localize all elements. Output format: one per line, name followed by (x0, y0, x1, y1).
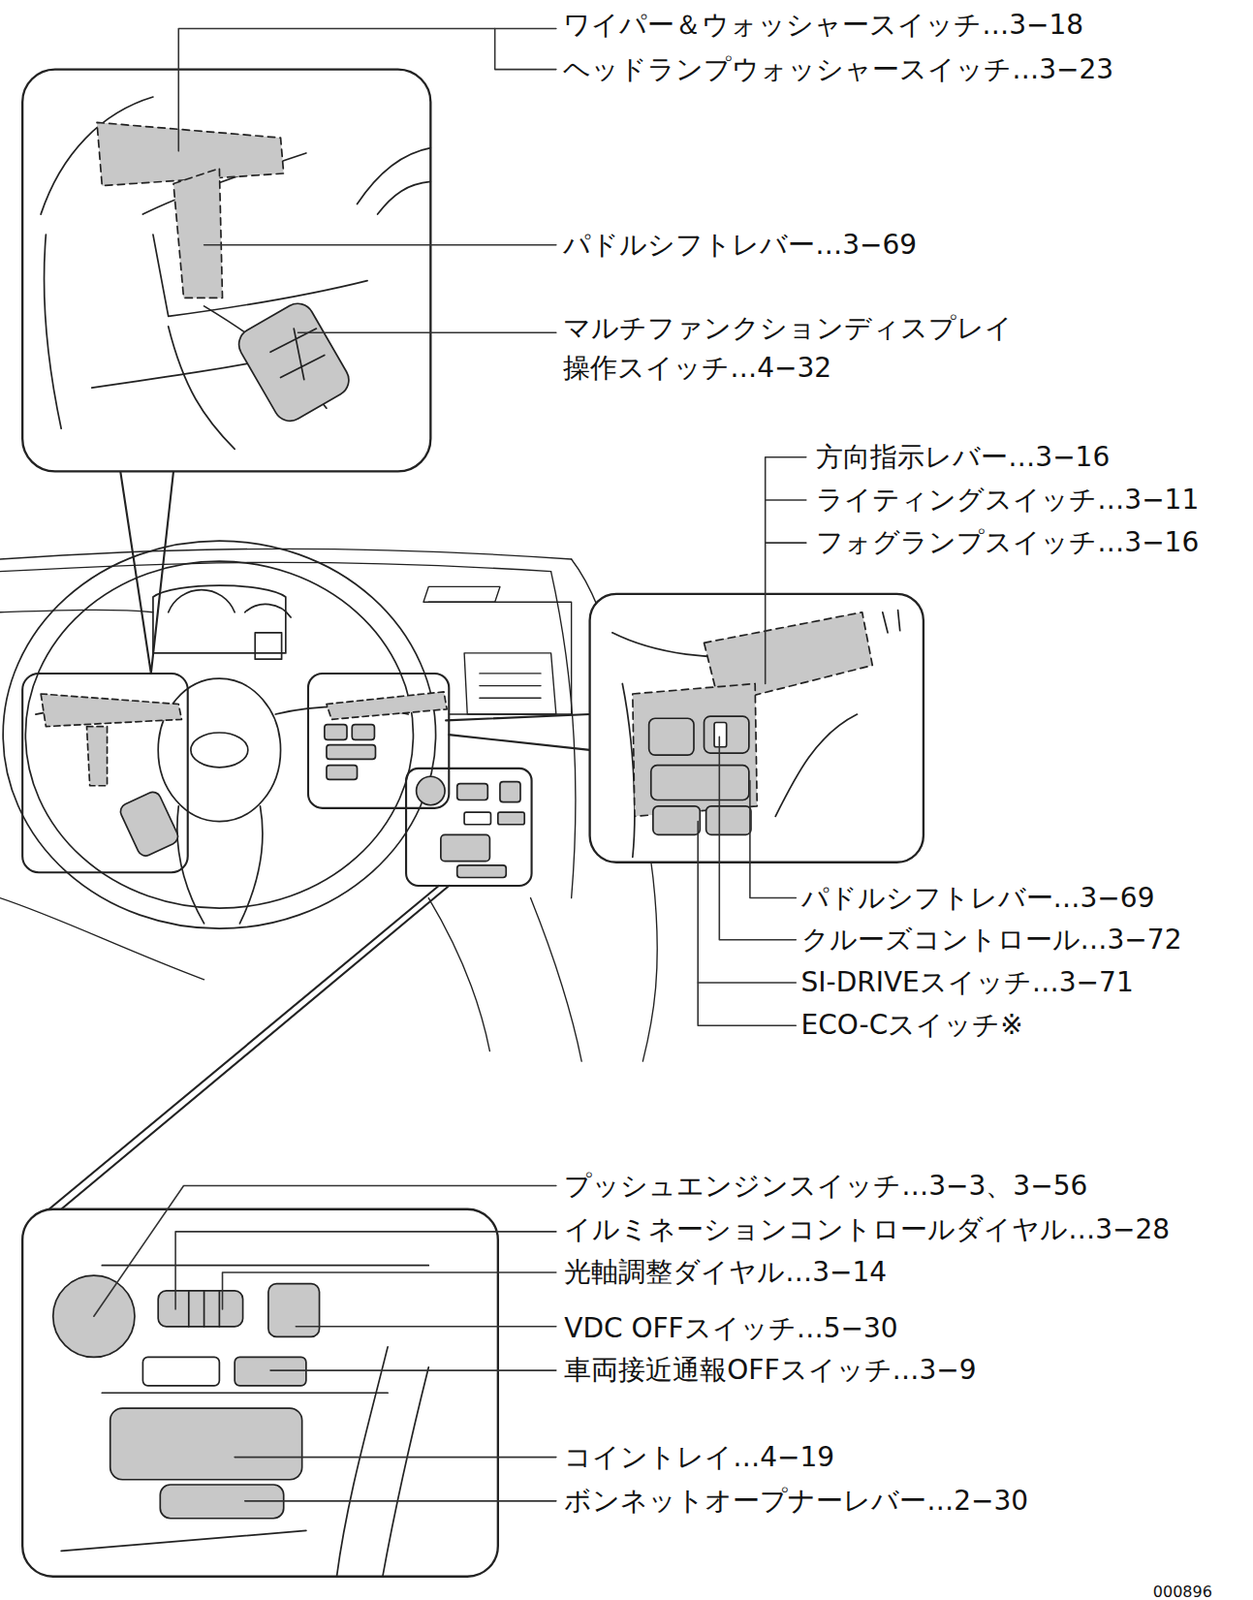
callout-label: パドルシフトレバー…3−69 (801, 877, 1156, 918)
callout-label: 方向指示レバー…3−16 (815, 437, 1110, 477)
callout-label: クルーズコントロール…3−72 (801, 919, 1183, 960)
callout-label: ライティングスイッチ…3−11 (815, 480, 1199, 521)
callout-label: 000896 (1153, 1580, 1213, 1600)
dashboard-outline (0, 548, 658, 1062)
callout-label: イルミネーションコントロールダイヤル…3−28 (563, 1209, 1170, 1250)
callout-label: 光軸調整ダイヤル…3−14 (563, 1253, 887, 1293)
callout-label: ECO-Cスイッチ※ (801, 1005, 1024, 1046)
callout-label: ヘッドランプウォッシャースイッチ…3−23 (563, 49, 1114, 90)
zoom-pointer (31, 470, 591, 1224)
callout-label: パドルシフトレバー…3−69 (563, 224, 917, 265)
main-view-frames (22, 673, 532, 886)
callout-label: SI-DRIVEスイッチ…3−71 (801, 963, 1134, 1003)
callout-label: VDC OFFスイッチ…5−30 (563, 1309, 898, 1349)
wheel-left-inset (22, 69, 431, 472)
callout-label: フォグランプスイッチ…3−16 (815, 523, 1199, 564)
callout-label: 車両接近通報OFFスイッチ…3−9 (563, 1350, 976, 1391)
callout-label: コイントレイ…4−19 (563, 1437, 835, 1477)
main-view-minor (464, 812, 525, 825)
callout-label: マルチファンクションディスプレイ 操作スイッチ…4−32 (563, 310, 1048, 389)
callout-label: プッシュエンジンスイッチ…3−3、3−56 (563, 1165, 1088, 1206)
wheel-right-inset (590, 594, 924, 863)
steering-wheel (2, 540, 436, 929)
callout-label: ボンネットオープナーレバー…2−30 (563, 1481, 1029, 1522)
console-inset (22, 1209, 499, 1577)
callout-label: ワイパー＆ウォッシャースイッチ…3−18 (563, 5, 1084, 46)
